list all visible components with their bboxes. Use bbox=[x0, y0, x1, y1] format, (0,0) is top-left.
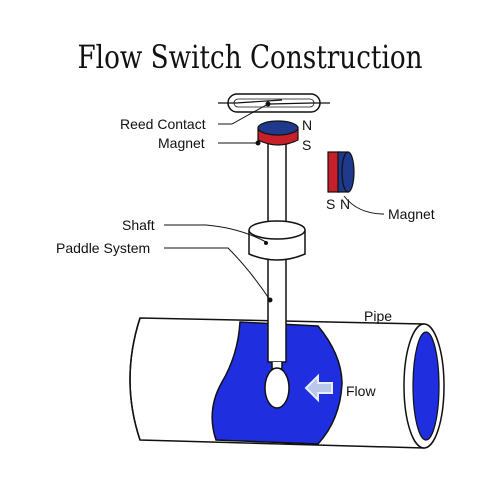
reed-blade-right bbox=[269, 102, 313, 105]
collar-top bbox=[248, 220, 306, 240]
top-magnet bbox=[257, 120, 299, 146]
side-magnet bbox=[327, 151, 355, 193]
shaft-lower bbox=[267, 257, 287, 363]
label-magnet-top: Magnet bbox=[158, 135, 205, 151]
reed-contact bbox=[218, 93, 330, 113]
paddle-collar bbox=[248, 220, 306, 261]
leader-reed-contact bbox=[218, 103, 269, 125]
pipe-left-end bbox=[129, 317, 141, 441]
pipe-right-fluid bbox=[412, 331, 440, 441]
leader-lines bbox=[164, 101, 385, 303]
flow-arrow-left-icon bbox=[304, 373, 333, 403]
label-pipe: Pipe bbox=[364, 308, 392, 324]
shaft-upper bbox=[267, 141, 287, 229]
leader-paddle-dot bbox=[267, 297, 273, 303]
label-shaft: Shaft bbox=[122, 217, 155, 233]
leader-magnet-side bbox=[343, 195, 385, 215]
paddle-blade bbox=[264, 367, 290, 409]
top-magnet-blue-face bbox=[257, 120, 299, 136]
diagram-title: Flow Switch Construction bbox=[77, 38, 423, 76]
leader-shaft bbox=[164, 224, 267, 243]
label-reed-contact: Reed Contact bbox=[120, 116, 206, 132]
label-flow: Flow bbox=[346, 383, 376, 399]
reed-blade-left bbox=[235, 99, 283, 104]
paddle bbox=[264, 362, 290, 409]
leader-magnet-top-dot bbox=[255, 140, 261, 146]
side-magnet-face bbox=[341, 151, 355, 193]
leader-paddle-system bbox=[164, 247, 271, 301]
leader-reed-dot bbox=[265, 101, 271, 107]
pole-top-north: N bbox=[302, 117, 312, 133]
pole-side-south: S bbox=[326, 196, 335, 212]
label-magnet-side: Magnet bbox=[388, 206, 435, 222]
pole-side-north: N bbox=[340, 196, 350, 212]
label-paddle-system: Paddle System bbox=[56, 240, 150, 256]
pole-top-south: S bbox=[302, 137, 311, 153]
